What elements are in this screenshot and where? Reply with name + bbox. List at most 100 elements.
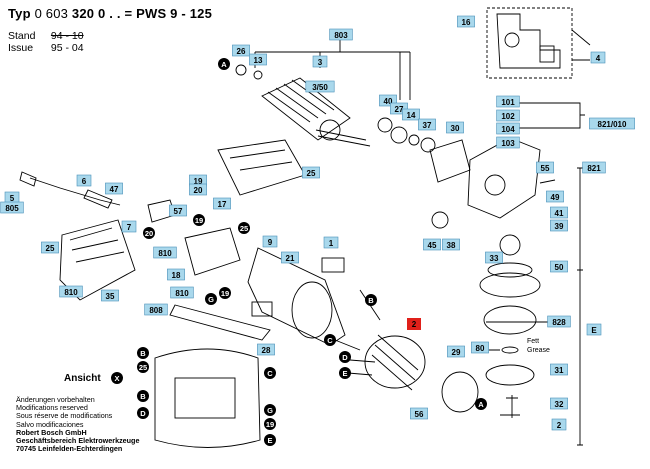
part-label-box (590, 51, 606, 64)
gear-head-bore (484, 174, 506, 196)
part-label-810-53: 810 (59, 285, 83, 298)
typ-number: 0 603 (34, 6, 69, 21)
highlight-label: 2 (412, 320, 417, 329)
part-label-text: 37 (423, 121, 432, 130)
part-label-box (550, 219, 568, 232)
part-label-text: 21 (286, 254, 295, 263)
letter-c-mid: C (324, 334, 336, 346)
part-label-80-47: 80 (471, 341, 489, 354)
part-label-text: 27 (395, 105, 404, 114)
commutator (319, 119, 341, 141)
part-label-box (302, 166, 320, 179)
part-label-text: 803 (334, 31, 348, 40)
part-label-box (447, 345, 465, 358)
part-label-27-8: 27 (390, 102, 408, 115)
part-label-41-34: 41 (550, 206, 568, 219)
part-label-25-27: 25 (302, 166, 320, 179)
part-label-text: 20 (194, 186, 203, 195)
part-label-box (446, 121, 464, 134)
part-label-text: 102 (501, 112, 515, 121)
handle-ribs-left (69, 227, 125, 263)
part-label-box (169, 204, 187, 217)
bracket-821010 (500, 102, 585, 129)
part-label-803-0: 803 (329, 28, 353, 41)
svg-text:X: X (114, 374, 119, 383)
part-label-40-7: 40 (379, 94, 397, 107)
power-cord (29, 177, 121, 206)
issue-value: 95 - 04 (50, 42, 84, 54)
armature-windings (267, 79, 335, 123)
letter-d-view: D (137, 407, 149, 419)
svg-text:G: G (267, 406, 273, 415)
note-fett: Fett (527, 338, 539, 345)
felt-80 (501, 346, 519, 354)
highlight-part: 2 (407, 318, 421, 330)
svg-text:25: 25 (139, 363, 147, 372)
stand-value: 94 - 10 (50, 30, 84, 42)
part-label-16-1: 16 (457, 15, 475, 28)
part-label-text: 31 (555, 366, 564, 375)
part-label-17-28: 17 (213, 197, 231, 210)
part-label-box (418, 118, 436, 131)
typ-label: Typ (8, 6, 31, 21)
part-label-2-52: 2 (551, 418, 567, 431)
part-label-18-42: 18 (167, 268, 185, 281)
svg-text:B: B (368, 296, 374, 305)
letter-e-view: E (264, 434, 276, 446)
svg-text:D: D (140, 409, 146, 418)
part-label-text: 47 (110, 185, 119, 194)
letter-g-mid: G (205, 293, 217, 305)
part-label-text: 16 (462, 18, 471, 27)
part-label-text: 2 (557, 421, 562, 430)
part-label-box (281, 251, 299, 264)
field-windings (371, 334, 419, 391)
part-label-text: 7 (127, 223, 132, 232)
letter-e-mid: E (339, 367, 351, 379)
part-label-text: 9 (268, 238, 273, 247)
letter-g-view: G (264, 404, 276, 416)
part-label-39-35: 39 (550, 219, 568, 232)
part-label-box (390, 102, 408, 115)
part-label-box (471, 341, 489, 354)
part-label-box (547, 315, 571, 328)
part-label-808-43: 808 (144, 303, 168, 316)
part-label-3-5: 3 (312, 55, 328, 68)
part-label-box (589, 117, 635, 130)
svg-text:C: C (327, 336, 333, 345)
part-label-text: 808 (149, 306, 163, 315)
field-coil (364, 335, 426, 389)
part-label-box (153, 246, 177, 259)
part-label-5-21: 5 (4, 191, 20, 204)
part-label-text: 828 (552, 318, 566, 327)
letter-b-view: B (137, 347, 149, 359)
flange-leaders (486, 321, 550, 351)
part-label-3-50-6: 3/50 (305, 80, 335, 93)
part-label-text: 810 (158, 249, 172, 258)
bottom-view-inner (174, 377, 236, 419)
part-label-box (257, 343, 275, 356)
part-label-box (121, 220, 137, 233)
part-label-821-17: 821 (582, 161, 606, 174)
part-label-text: 32 (555, 400, 564, 409)
part-label-37-10: 37 (418, 118, 436, 131)
part-label-text: 33 (490, 254, 499, 263)
svg-text:19: 19 (266, 420, 274, 429)
part-label-30-11: 30 (446, 121, 464, 134)
part-label-7-24: 7 (121, 220, 137, 233)
o-ring-33 (487, 262, 533, 278)
part-label-28-44: 28 (257, 343, 275, 356)
part-label-text: 56 (415, 410, 424, 419)
part-label-box (582, 161, 606, 174)
part-label-25-40: 25 (41, 241, 59, 254)
svg-text:19: 19 (221, 289, 229, 298)
issue-row: Issue 95 - 04 (8, 42, 84, 54)
stand-label: Stand (8, 30, 36, 42)
footer-line-1: Änderungen vorbehalten (16, 395, 95, 404)
highlight-box (407, 318, 421, 330)
part-label-text: 80 (476, 344, 485, 353)
svg-text:G: G (208, 295, 214, 304)
snap-ring (377, 117, 393, 133)
part-label-text: 30 (451, 124, 460, 133)
part-label-33-38: 33 (485, 251, 503, 264)
part-label-box (379, 94, 397, 107)
